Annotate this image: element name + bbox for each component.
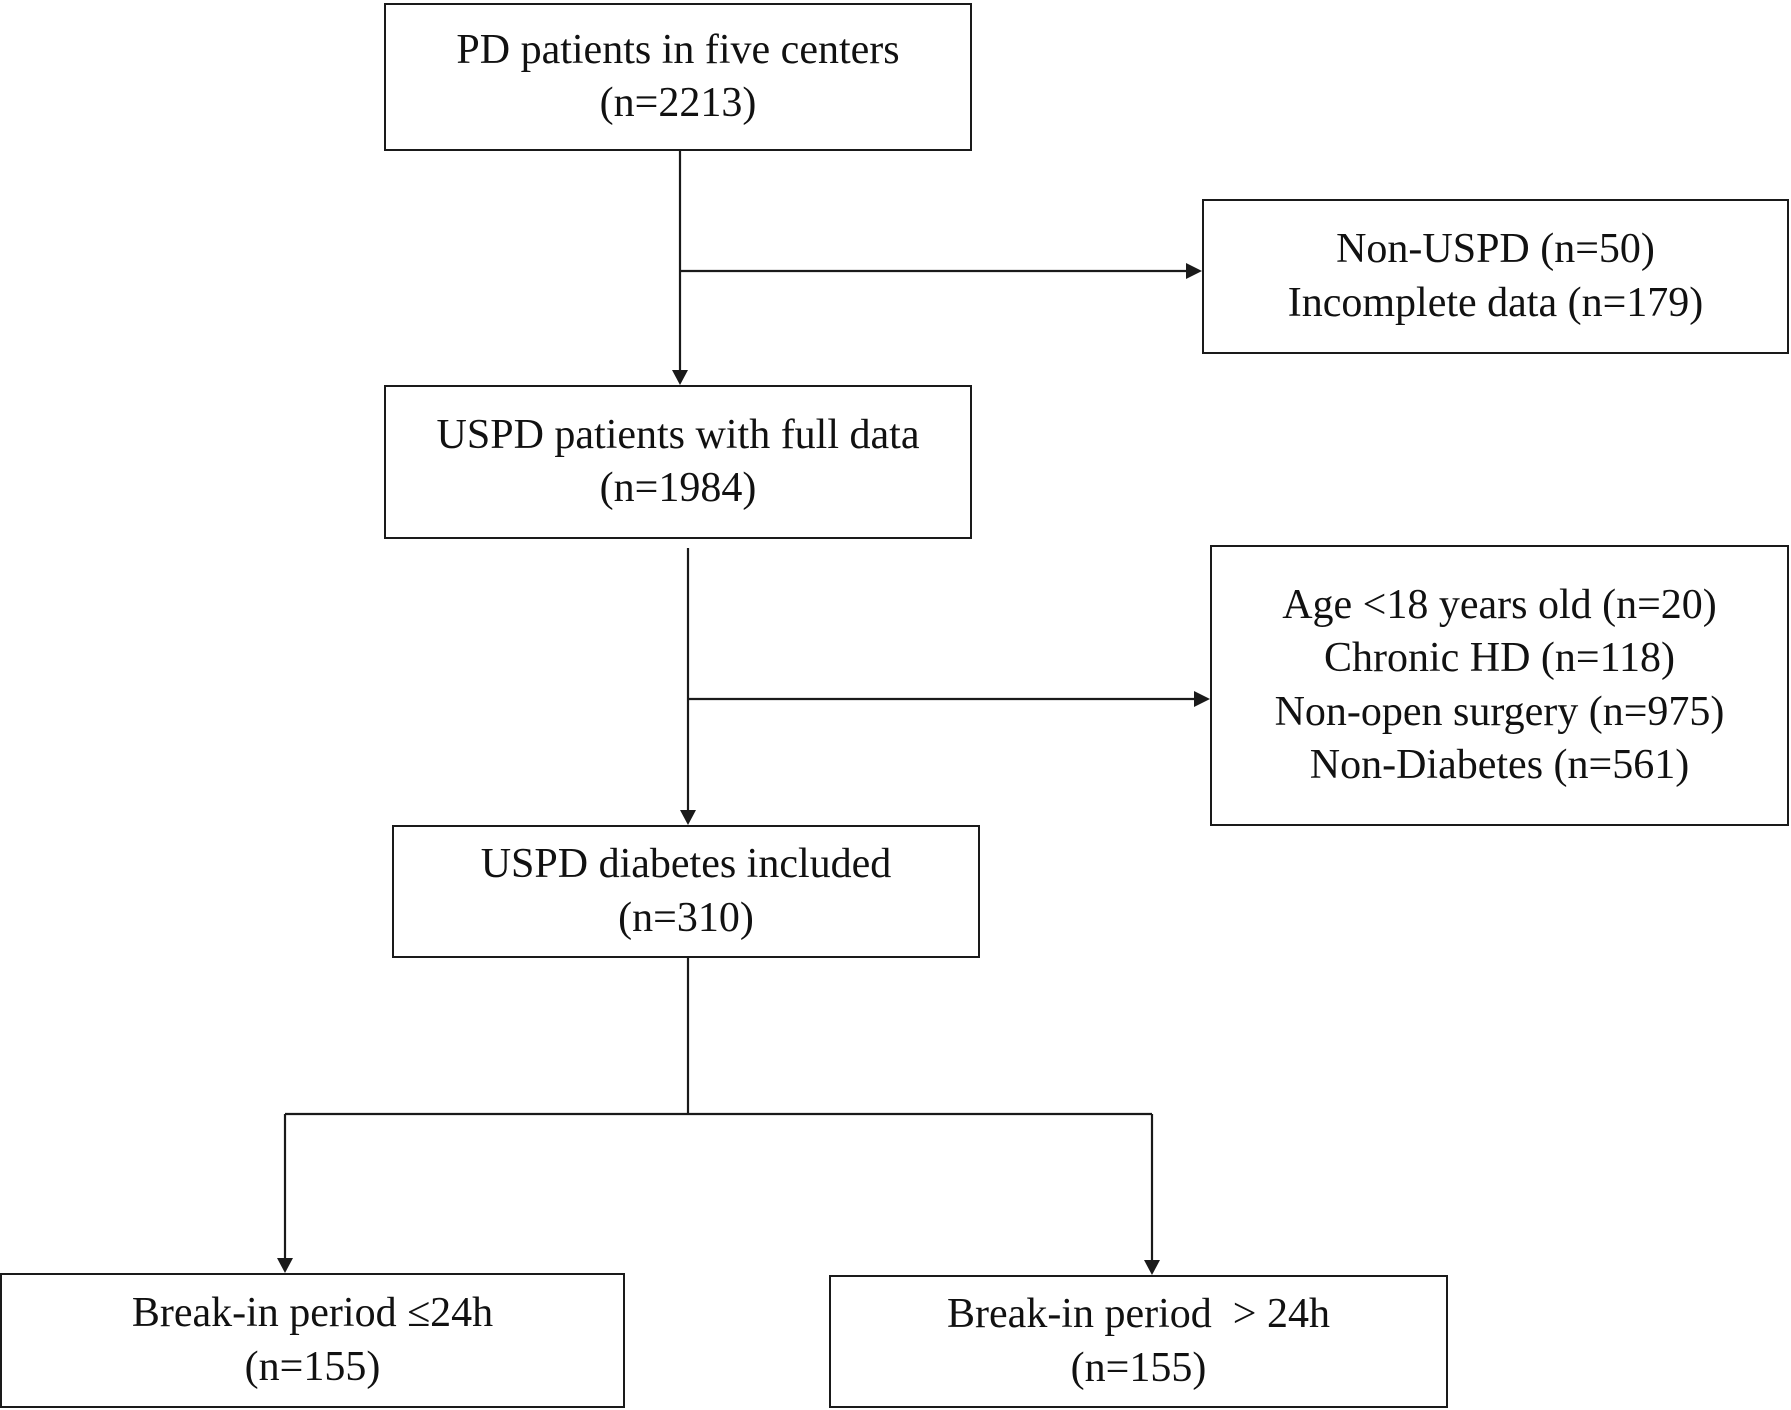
arrowhead-group-long xyxy=(1144,1260,1160,1275)
box-exclusion-2: Age <18 years old (n=20) Chronic HD (n=1… xyxy=(1210,545,1789,826)
box-pd-patients-label: PD patients in five centers xyxy=(456,26,900,73)
box-uspd-full-data-count: (n=1984) xyxy=(599,465,757,511)
arrowhead-full-to-diabetes xyxy=(680,810,696,825)
box-pd-patients: PD patients in five centers (n=2213) xyxy=(384,3,972,151)
exclusion-1-item: Non-USPD (n=50) xyxy=(1336,226,1655,273)
box-break-in-short: Break-in period ≤24h (n=155) xyxy=(0,1273,625,1408)
box-uspd-diabetes-included: USPD diabetes included (n=310) xyxy=(392,825,980,958)
box-exclusion-1: Non-USPD (n=50) Incomplete data (n=179) xyxy=(1202,199,1789,354)
arrowhead-exclusion-2 xyxy=(1194,691,1210,707)
exclusion-2-item: Chronic HD (n=118) xyxy=(1323,635,1676,682)
arrowhead-group-short xyxy=(277,1258,293,1273)
exclusion-2-item: Non-open surgery (n=975) xyxy=(1274,688,1725,735)
box-break-in-short-count: (n=155) xyxy=(244,1343,381,1390)
box-pd-patients-count: (n=2213) xyxy=(599,80,757,126)
box-break-in-long-count: (n=155) xyxy=(1070,1344,1207,1391)
box-uspd-full-data-label: USPD patients with full data xyxy=(436,411,920,458)
box-uspd-diabetes-count: (n=310) xyxy=(618,894,754,941)
box-break-in-short-label: Break-in period ≤24h xyxy=(131,1290,494,1337)
exclusion-2-item: Age <18 years old (n=20) xyxy=(1282,581,1717,628)
exclusion-1-item: Incomplete data (n=179) xyxy=(1287,279,1704,326)
arrowhead-pd-to-full xyxy=(672,370,688,385)
arrowhead-exclusion-1 xyxy=(1186,263,1202,279)
box-uspd-full-data: USPD patients with full data (n=1984) xyxy=(384,385,972,539)
box-uspd-diabetes-label: USPD diabetes included xyxy=(480,841,892,888)
box-break-in-long-label: Break-in period > 24h xyxy=(947,1291,1330,1338)
box-break-in-long: Break-in period > 24h (n=155) xyxy=(829,1275,1448,1408)
exclusion-2-item: Non-Diabetes (n=561) xyxy=(1309,741,1690,788)
